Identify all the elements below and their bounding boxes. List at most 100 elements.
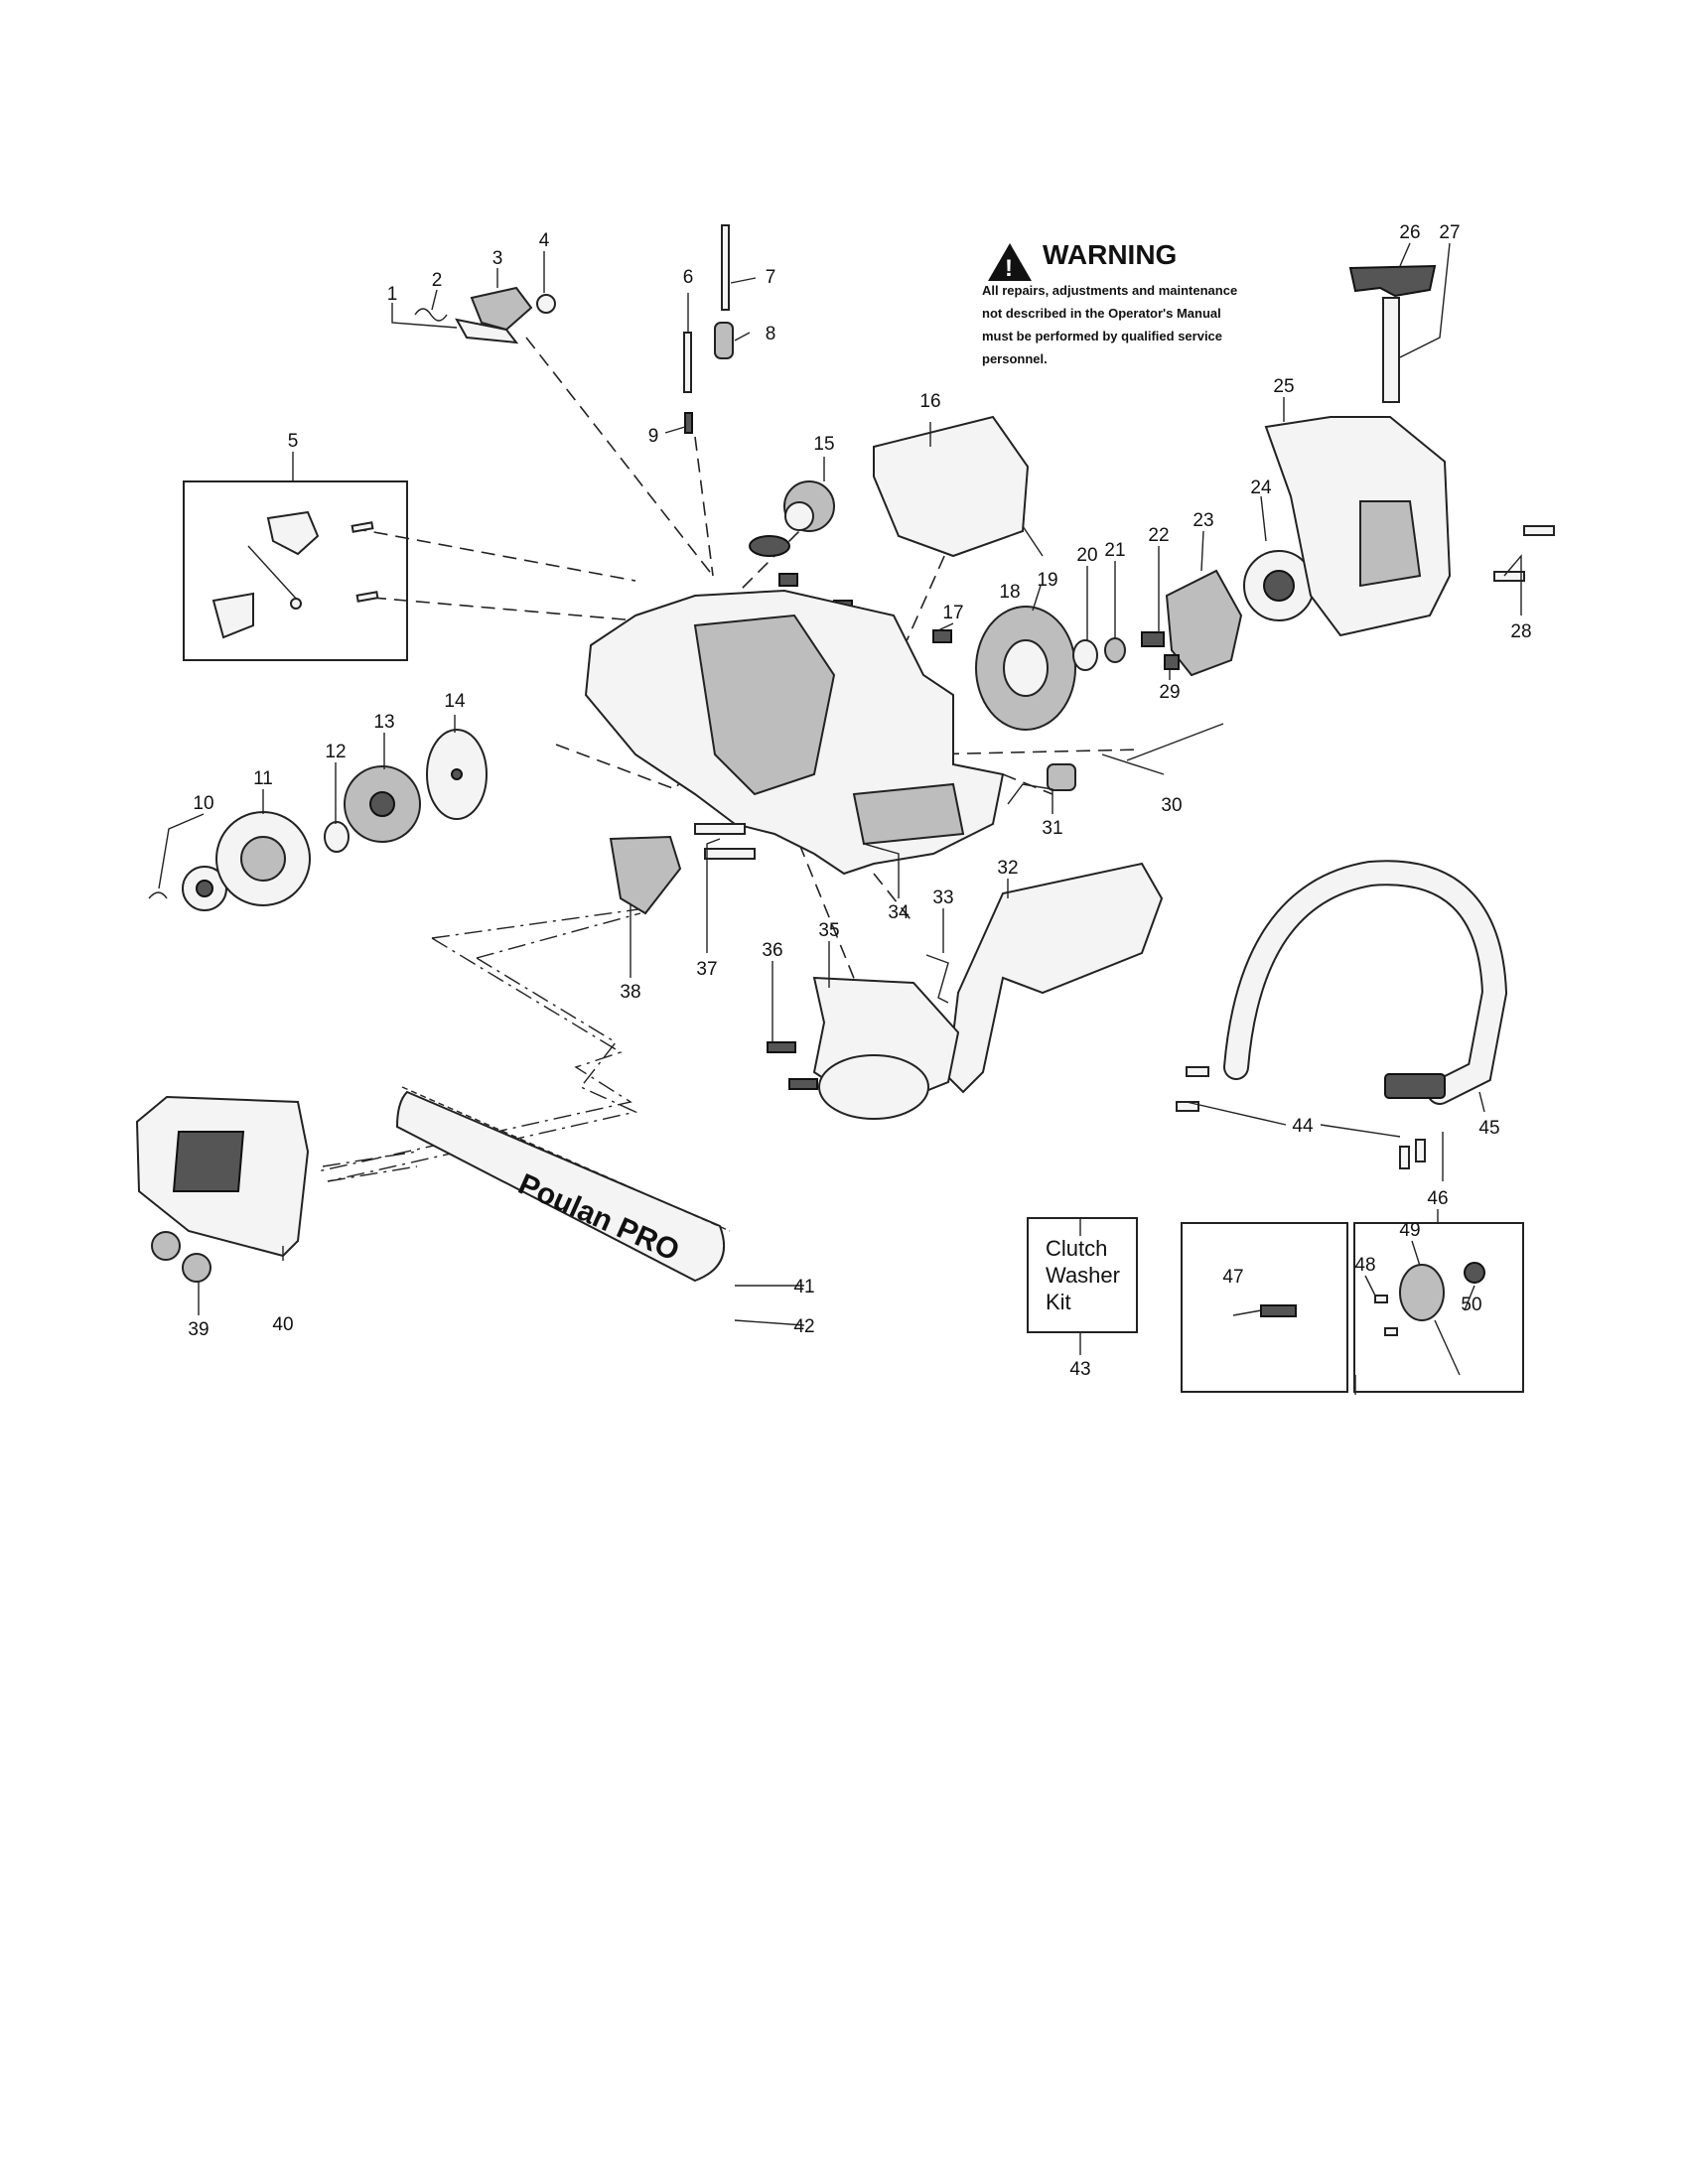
callout-33: 33 <box>932 887 953 908</box>
starter-rope-part <box>1382 297 1400 403</box>
fuel-fitting-part <box>1047 763 1076 791</box>
callout-9: 9 <box>648 426 659 447</box>
drive-rod-part <box>1126 723 1224 761</box>
callout-11: 11 <box>253 768 273 789</box>
warning-line-4: personnel. <box>982 351 1048 366</box>
callout-30: 30 <box>1161 795 1182 816</box>
callout-16: 16 <box>919 391 940 412</box>
callout-44: 44 <box>1292 1116 1314 1137</box>
oil-pickup-part <box>1464 1262 1485 1284</box>
bar-bolt-a-part <box>694 823 746 835</box>
callout-31: 31 <box>1042 818 1062 839</box>
warning-triangle-icon <box>988 243 1032 281</box>
callout-40: 40 <box>272 1314 293 1335</box>
kit-line-3: Kit <box>1046 1290 1071 1314</box>
kit-line-2: Washer <box>1046 1263 1120 1288</box>
bolt-kit-box <box>1181 1222 1348 1393</box>
callout-17: 17 <box>942 603 963 623</box>
housing-screw-b-part <box>1493 571 1525 582</box>
ignition-switch-part <box>470 286 533 332</box>
callout-numbers: 1 2 3 4 5 6 7 8 9 10 11 12 13 14 15 16 1… <box>188 222 1531 1380</box>
callout-27: 27 <box>1439 222 1460 243</box>
kit-line-1: Clutch <box>1046 1236 1107 1261</box>
callout-35: 35 <box>818 920 839 941</box>
warning-line-2: not described in the Operator's Manual <box>982 306 1221 321</box>
oil-line-part <box>1434 1319 1461 1376</box>
saw-chain-part <box>401 1086 731 1232</box>
bar-nut-a-part <box>151 1231 181 1261</box>
callout-38: 38 <box>620 982 640 1003</box>
leader-lines <box>158 242 1522 1395</box>
assembly-guide-lines <box>317 337 1143 1182</box>
callout-6: 6 <box>683 267 694 288</box>
fuel-filter-part <box>714 322 734 359</box>
callout-15: 15 <box>813 434 834 455</box>
callout-12: 12 <box>325 742 346 762</box>
starter-housing-part <box>1264 416 1452 637</box>
brake-band-part <box>818 1054 929 1120</box>
callout-49: 49 <box>1399 1220 1420 1241</box>
callout-4: 4 <box>539 230 550 251</box>
callout-37: 37 <box>696 959 717 980</box>
fuel-line-rod-part <box>683 332 692 393</box>
heat-shield-part <box>873 415 1030 558</box>
callout-39: 39 <box>188 1319 209 1340</box>
callout-5: 5 <box>288 431 299 452</box>
callout-3: 3 <box>492 248 503 269</box>
callout-25: 25 <box>1273 376 1294 397</box>
warning-exclamation-icon: ! <box>1005 255 1013 282</box>
callout-18: 18 <box>999 582 1020 603</box>
warning-block: ! WARNING All repairs, adjustments and m… <box>982 239 1237 366</box>
bar-bolt-b-part <box>704 848 756 860</box>
spring-part <box>414 308 448 322</box>
brake-spring-part <box>925 954 949 1004</box>
callout-13: 13 <box>373 712 394 733</box>
callout-45: 45 <box>1478 1118 1499 1139</box>
callout-8: 8 <box>766 324 776 344</box>
starter-handle-part <box>1348 264 1437 298</box>
callout-23: 23 <box>1193 510 1213 531</box>
warning-line-1: All repairs, adjustments and maintenance <box>982 283 1237 298</box>
pawl-screw-part <box>1164 654 1180 670</box>
handlebar-screw-a-part <box>1186 1066 1209 1077</box>
trigger-pin-part <box>247 545 299 602</box>
fitting-part <box>684 412 693 434</box>
callout-32: 32 <box>997 858 1018 879</box>
brake-screw-a-part <box>767 1041 796 1053</box>
clip-part-a <box>778 573 798 587</box>
bolt-part <box>1260 1304 1297 1317</box>
callout-42: 42 <box>793 1316 814 1337</box>
callout-48: 48 <box>1354 1255 1375 1276</box>
bar-nut-b-part <box>182 1253 211 1283</box>
trigger-clip-part <box>290 598 302 610</box>
callout-24: 24 <box>1250 478 1272 498</box>
handlebar-clamp-part <box>1384 1073 1446 1099</box>
housing-screw-a-part <box>1523 525 1555 536</box>
pickup-line-part <box>721 224 730 311</box>
callout-14: 14 <box>444 691 466 712</box>
guide-bar-part <box>395 1090 725 1283</box>
callout-10: 10 <box>193 793 213 814</box>
throttle-lockout-part <box>211 592 254 639</box>
clip-part-c <box>932 629 952 643</box>
callout-50: 50 <box>1461 1295 1481 1315</box>
callout-47: 47 <box>1222 1267 1243 1288</box>
pin-lower-part <box>355 591 379 603</box>
primer-cap-part <box>749 535 790 557</box>
throttle-lever-part <box>455 318 519 344</box>
starter-pulley-part <box>1165 569 1243 677</box>
callout-26: 26 <box>1399 222 1420 243</box>
callout-7: 7 <box>766 267 776 288</box>
clutch-washer-kit-box <box>1027 1217 1138 1333</box>
oil-pump-part <box>1399 1264 1445 1321</box>
callout-20: 20 <box>1076 545 1097 566</box>
callout-34: 34 <box>888 902 910 923</box>
handlebar-screw-d-part <box>1415 1139 1426 1162</box>
bar-plate-part <box>609 835 682 915</box>
oiler-screw-b-part <box>1384 1327 1398 1336</box>
clutch-washer-part <box>324 821 350 853</box>
callout-21: 21 <box>1104 540 1125 561</box>
oiler-screw-a-part <box>1374 1295 1388 1303</box>
callout-19: 19 <box>1037 570 1057 591</box>
